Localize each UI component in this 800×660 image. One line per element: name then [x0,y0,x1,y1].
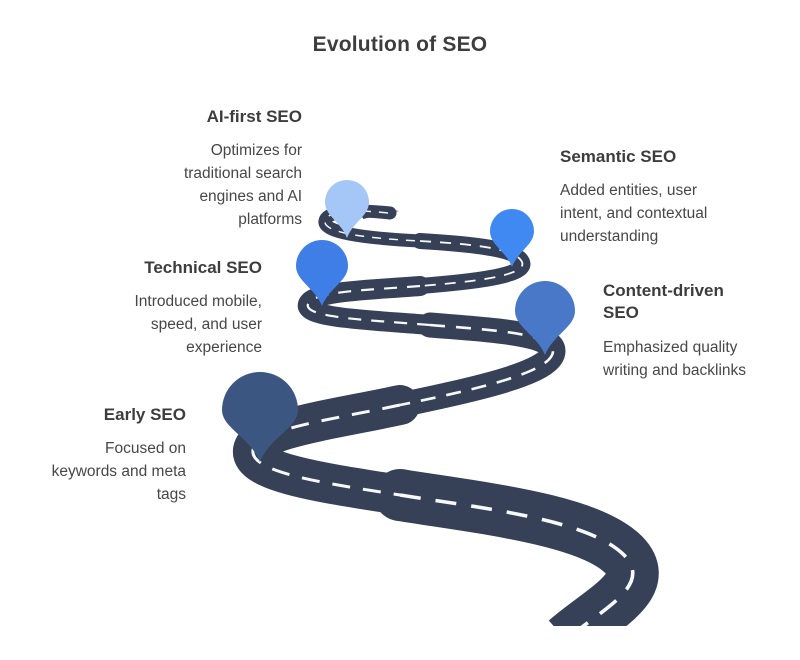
road-center-dashes [251,210,635,626]
milestone-semantic-seo: Semantic SEO Added entities, user intent… [560,146,710,249]
early-seo-pin-icon [222,372,298,462]
milestone-label: Early SEO [103,405,186,424]
road-segment-6 [395,469,659,626]
semantic-seo-pin-icon [490,209,534,267]
milestone-early-seo: Early SEO Focused on keywords and meta t… [50,404,186,507]
milestone-label: AI-first SEO [206,107,302,126]
ai-first-seo-pin-icon [325,180,369,238]
milestone-description: Optimizes for traditional search engines… [183,142,302,229]
milestone-description: Emphasized quality writing and backlinks [603,338,747,379]
milestone-ai-first-seo: AI-first SEO Optimizes for traditional s… [162,106,302,232]
content-driven-seo-pin-icon [515,281,575,355]
milestone-description: Focused on keywords and meta tags [51,440,186,504]
road [233,204,659,626]
milestone-content-driven-seo: Content-driven SEO Emphasized quality wr… [603,280,761,383]
milestone-technical-seo: Technical SEO Introduced mobile, speed, … [122,257,262,360]
milestone-description: Introduced mobile, speed, and user exper… [134,293,262,357]
milestone-label: Technical SEO [144,258,262,277]
milestone-description: Added entities, user intent, and context… [560,182,708,246]
page-title: Evolution of SEO [312,33,488,56]
milestone-label: Content-driven SEO [603,281,724,323]
road-segment-4 [387,312,566,418]
milestone-label: Semantic SEO [560,147,677,166]
technical-seo-pin-icon [296,240,348,306]
